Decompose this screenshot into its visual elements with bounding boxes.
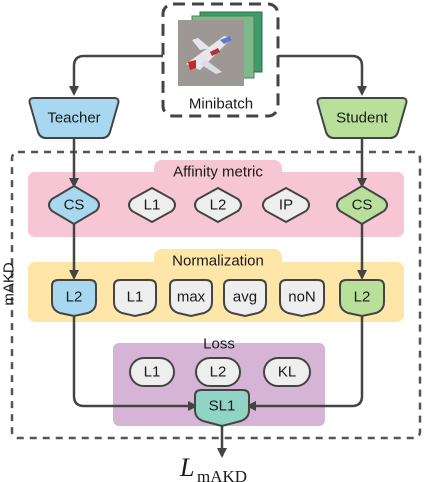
affinity-title: Affinity metric bbox=[173, 164, 263, 181]
output-subscript: mAKD bbox=[197, 467, 247, 482]
norm-option-l1-label: L1 bbox=[127, 289, 144, 306]
affinity-option-ip: IP bbox=[262, 186, 310, 224]
norm-teacher-node: L2 bbox=[51, 279, 97, 318]
affinity-option-ip-label: IP bbox=[279, 197, 293, 214]
norm-student-node: L2 bbox=[339, 279, 385, 318]
affinity-student-label: CS bbox=[352, 197, 373, 214]
edge-minibatch-teacher bbox=[69, 54, 163, 96]
affinity-teacher-node: CS bbox=[48, 184, 100, 226]
loss-title: Loss bbox=[203, 336, 235, 353]
norm-option-max-label: max bbox=[177, 289, 206, 306]
loss-option-kl: KL bbox=[263, 357, 311, 387]
norm-option-non-label: noN bbox=[288, 289, 316, 306]
norm-option-max: max bbox=[169, 279, 213, 318]
affinity-option-l1: L1 bbox=[128, 186, 176, 224]
affinity-option-l2: L2 bbox=[194, 186, 242, 224]
teacher-label: Teacher bbox=[47, 110, 100, 127]
affinity-title-pill bbox=[154, 160, 282, 184]
loss-option-l2: L2 bbox=[195, 357, 241, 387]
loss-sl1-label: SL1 bbox=[209, 398, 236, 415]
norm-option-l1: L1 bbox=[113, 279, 157, 318]
teacher-box bbox=[28, 97, 120, 139]
affinity-teacher-label: CS bbox=[64, 197, 85, 214]
norm-option-non: noN bbox=[279, 279, 325, 318]
student-label: Student bbox=[336, 110, 389, 127]
edge-teacher-l2-sl1 bbox=[72, 314, 198, 411]
edge-student-l2-sl1 bbox=[246, 314, 364, 411]
loss-option-kl-label: KL bbox=[278, 364, 296, 381]
output-formula: L mAKD bbox=[179, 453, 247, 482]
loss-option-l1: L1 bbox=[129, 357, 175, 387]
norm-option-avg: avg bbox=[223, 279, 267, 318]
normalization-title-pill bbox=[154, 249, 282, 273]
minibatch-image-stack bbox=[178, 11, 263, 86]
affinity-student-node: CS bbox=[336, 184, 388, 226]
airplane-icon bbox=[186, 36, 232, 74]
minibatch-label: Minibatch bbox=[189, 96, 253, 113]
norm-teacher-label: L2 bbox=[66, 289, 83, 306]
loss-option-l2-label: L2 bbox=[210, 364, 227, 381]
loss-sl1-node: SL1 bbox=[194, 389, 250, 428]
makd-container bbox=[10, 150, 422, 440]
norm-student-label: L2 bbox=[354, 289, 371, 306]
loss-option-l1-label: L1 bbox=[144, 364, 161, 381]
edge-minibatch-student bbox=[278, 54, 367, 96]
norm-option-avg-label: avg bbox=[233, 289, 257, 306]
normalization-title: Normalization bbox=[172, 253, 264, 270]
makd-label: mAKD bbox=[1, 262, 18, 306]
output-main: L bbox=[179, 453, 194, 482]
affinity-option-l1-label: L1 bbox=[144, 197, 161, 214]
student-box bbox=[316, 97, 408, 139]
affinity-option-l2-label: L2 bbox=[210, 197, 227, 214]
